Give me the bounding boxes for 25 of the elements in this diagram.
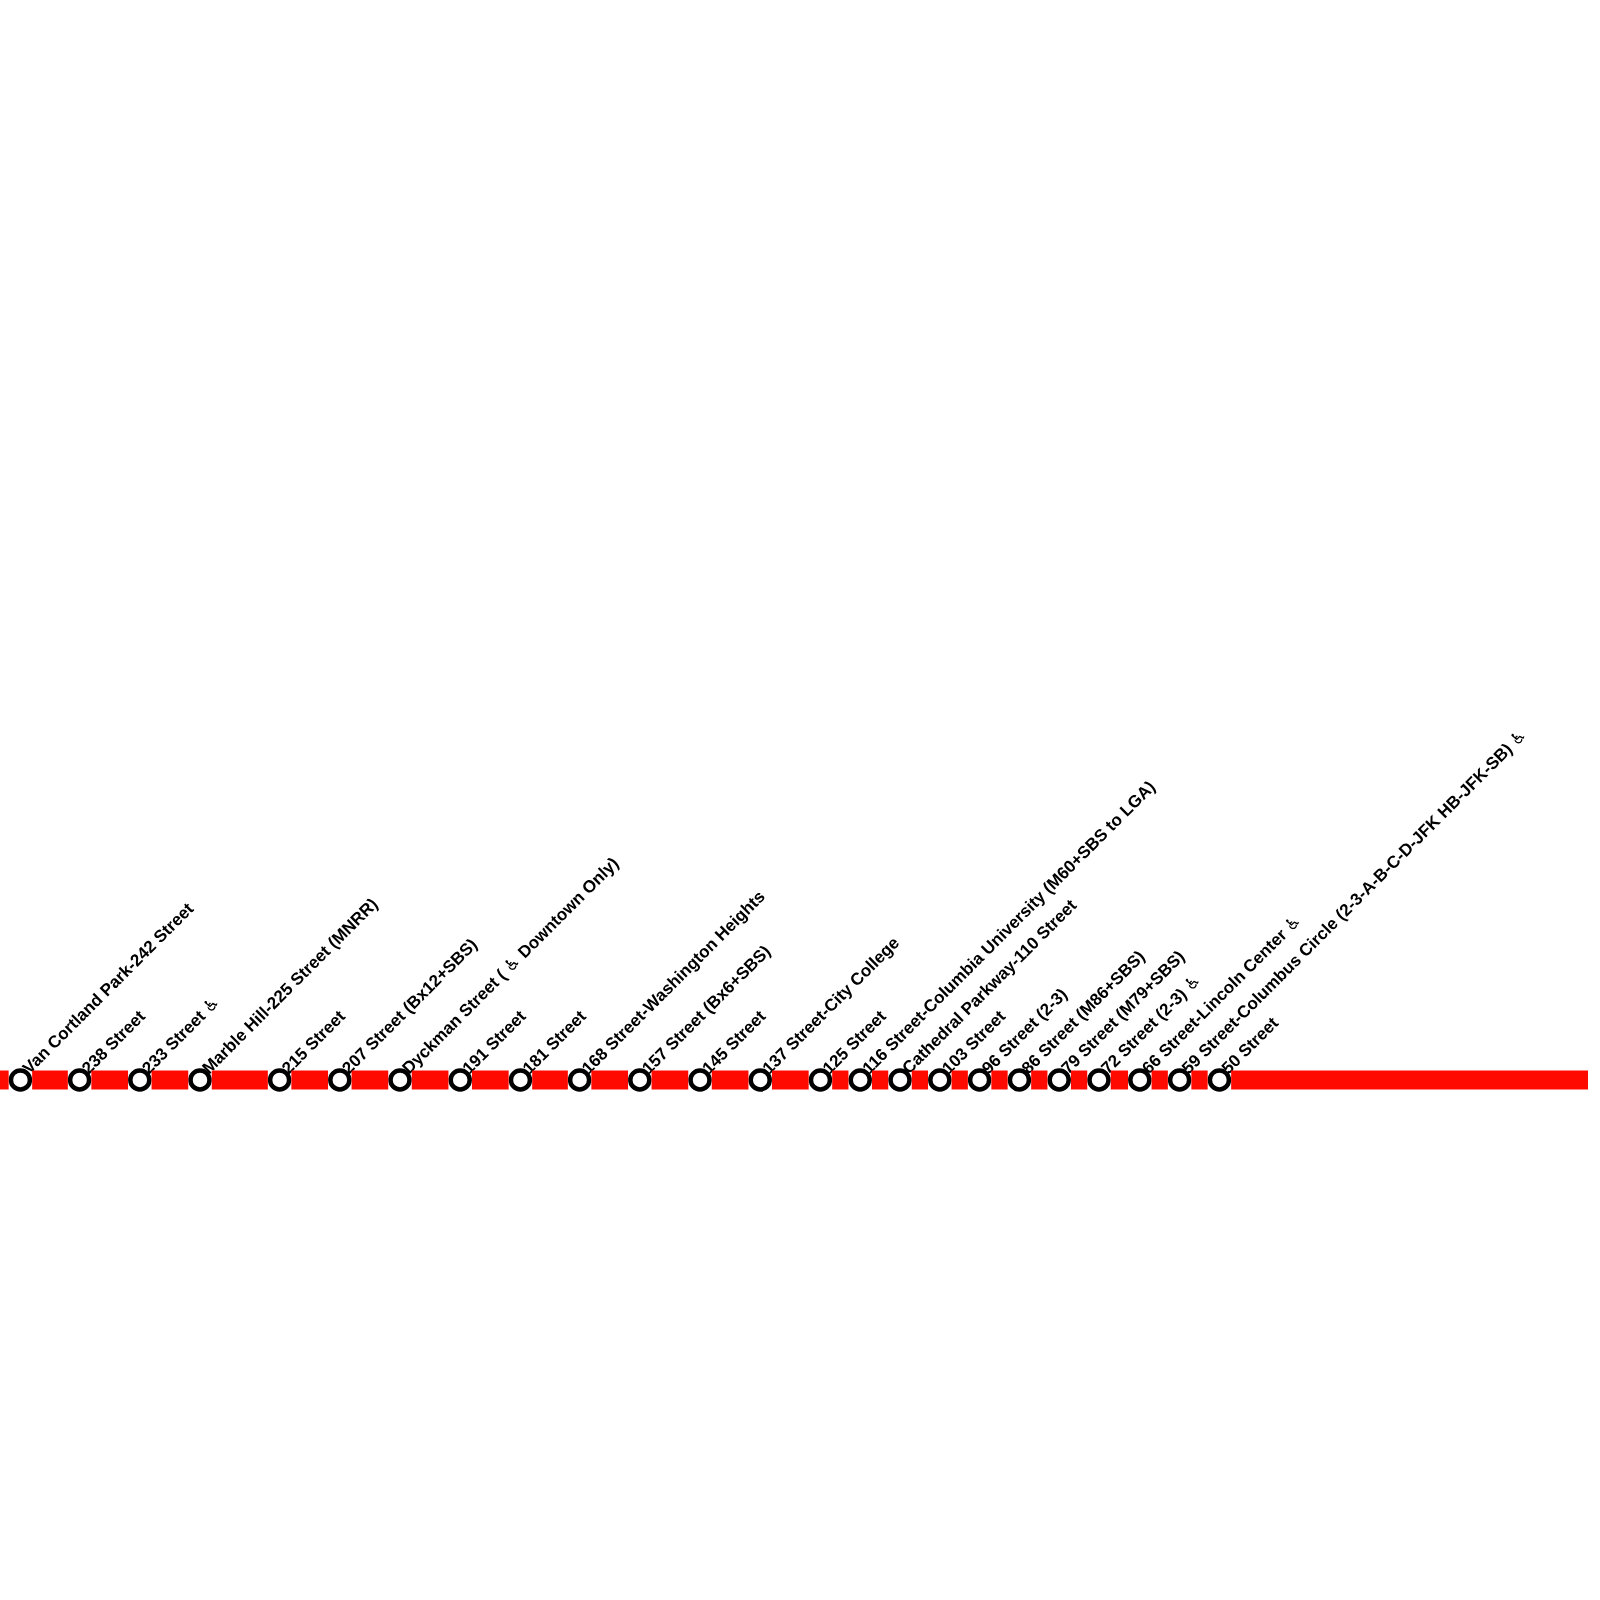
track-line bbox=[1231, 1070, 1588, 1090]
track-line bbox=[951, 1070, 968, 1090]
track-line bbox=[0, 1070, 9, 1090]
track-line bbox=[1110, 1070, 1129, 1090]
track-line bbox=[771, 1070, 809, 1090]
track-line bbox=[411, 1070, 449, 1090]
track-line bbox=[351, 1070, 389, 1090]
track-line bbox=[291, 1070, 329, 1090]
track-line bbox=[1151, 1070, 1168, 1090]
track-line bbox=[711, 1070, 749, 1090]
track-line bbox=[871, 1070, 889, 1090]
track-line bbox=[211, 1070, 268, 1090]
track-line bbox=[591, 1070, 629, 1090]
track-line bbox=[32, 1070, 68, 1090]
track-line bbox=[1191, 1070, 1208, 1090]
track-line bbox=[1070, 1070, 1088, 1090]
track-line bbox=[832, 1070, 849, 1090]
track-line bbox=[471, 1070, 509, 1090]
track-line bbox=[1031, 1070, 1048, 1090]
track-line bbox=[991, 1070, 1008, 1090]
track-line bbox=[911, 1070, 929, 1090]
track-line bbox=[532, 1070, 568, 1090]
track-line bbox=[91, 1070, 129, 1090]
track-line bbox=[151, 1070, 189, 1090]
track-line bbox=[651, 1070, 689, 1090]
